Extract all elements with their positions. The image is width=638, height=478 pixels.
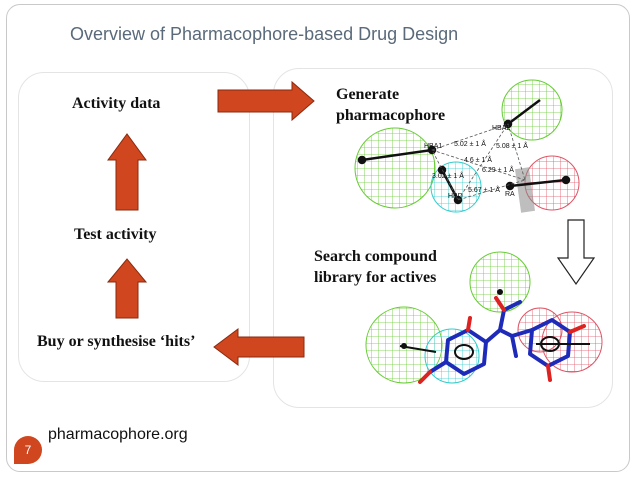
pharmacophore-model-image: HBA1 HBA2 HBD RA 5.02 ± 1 Å 5.08 ± 1 Å 6… [354, 79, 580, 213]
activity-data-label: Activity data [72, 95, 161, 112]
distance-label: 3.02 ± 1 Å [432, 171, 464, 180]
search-line-2: library for actives [314, 269, 437, 286]
search-library-label: Search compound library for actives [314, 246, 437, 288]
search-line-1: Search compound [314, 248, 437, 265]
distance-label: 5.02 ± 1 Å [454, 139, 486, 148]
distance-label: 5.67 ± 1 Å [468, 185, 500, 194]
docked-compound-image [365, 251, 603, 384]
source-url: pharmacophore.org [48, 426, 188, 443]
left-arrow-icon [213, 328, 305, 366]
hbd-label: HBD [448, 193, 463, 200]
hba2-label: HBA2 [492, 125, 510, 132]
distance-label: 6.29 ± 1 Å [482, 165, 514, 174]
generate-line-1: Generate [336, 86, 400, 103]
buy-synthesise-label: Buy or synthesise ‘hits’ [37, 333, 196, 350]
right-arrow-icon [217, 80, 315, 122]
page-number-badge: 7 [14, 436, 42, 464]
up-arrow-icon [107, 133, 147, 211]
ra-label: RA [505, 191, 515, 198]
down-arrow-icon [556, 219, 596, 286]
generate-line-2: pharmacophore [336, 107, 446, 124]
up-arrow-icon [106, 258, 148, 319]
slide-frame [6, 4, 630, 472]
generate-pharmacophore-label: Generate pharmacophore [336, 84, 445, 126]
hba1-label: HBA1 [424, 143, 442, 150]
distance-label: 4.6 ± 1 Å [464, 155, 492, 164]
distance-label: 5.08 ± 1 Å [496, 141, 528, 150]
test-activity-label: Test activity [74, 226, 157, 243]
slide-title: Overview of Pharmacophore-based Drug Des… [70, 24, 459, 44]
left-panel [18, 72, 250, 382]
